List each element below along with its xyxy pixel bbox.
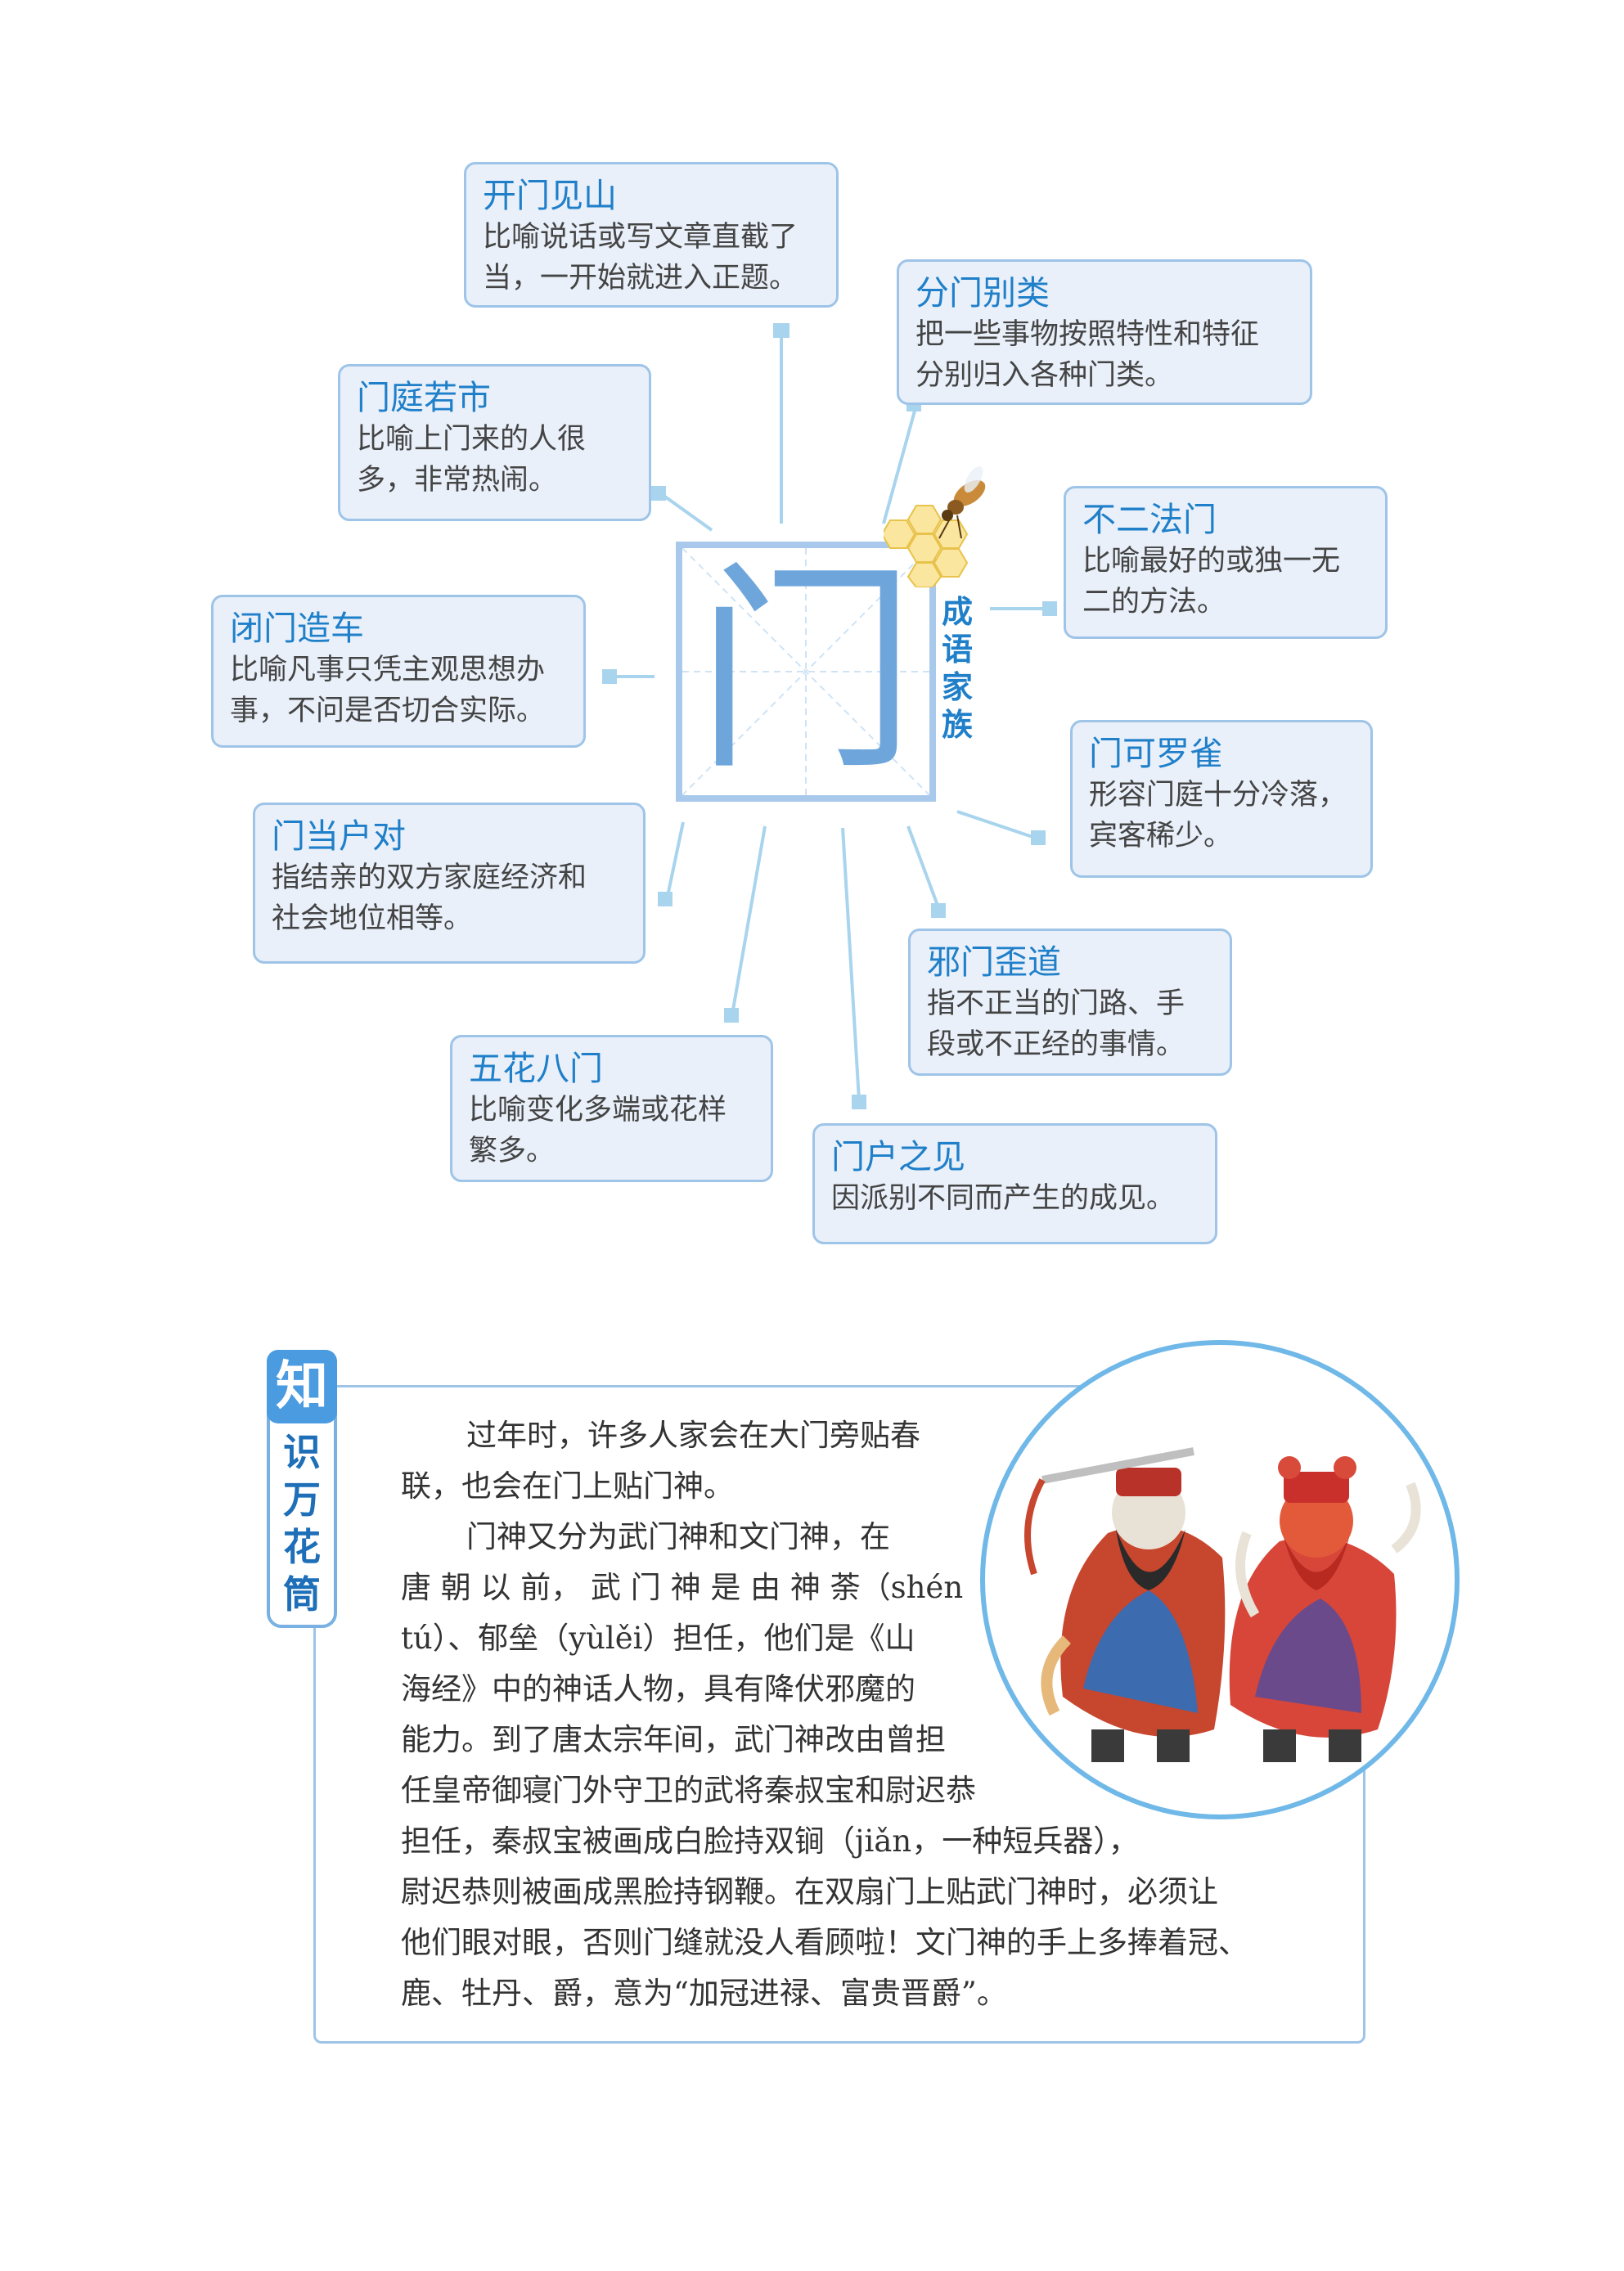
- idiom-desc-line: 比喻变化多端或花样: [469, 1094, 727, 1127]
- idiom-desc-line: 比喻最好的或独一无: [1082, 545, 1341, 578]
- knowledge-line: 鹿、牡丹、爵，意为“加冠进禄、富贵晋爵”。: [401, 1976, 1007, 2011]
- idiom-card-men-ting-ruo-shi: 门庭若市 比喻上门来的人很 多，非常热闹。: [338, 364, 651, 521]
- door-gods-illustration: [980, 1340, 1460, 1819]
- idiom-card-xie-men-wai-dao: 邪门歪道 指不正当的门路、手 段或不正经的事情。: [908, 929, 1232, 1076]
- idiom-desc-line: 比喻说话或写文章直截了: [483, 221, 799, 254]
- idiom-desc-line: 因派别不同而产生的成见。: [831, 1182, 1176, 1215]
- idiom-card-men-hu-zhi-jian: 门户之见 因派别不同而产生的成见。: [812, 1123, 1217, 1244]
- knowledge-line: 尉迟恭则被画成黑脸持钢鞭。在双扇门上贴武门神时，必须让: [401, 1874, 1218, 1909]
- knowledge-kaleidoscope-badge: 知 识 万 花 筒: [267, 1350, 337, 1628]
- badge-char: 万: [283, 1477, 321, 1522]
- knowledge-line: 过年时，许多人家会在大门旁贴春: [466, 1418, 920, 1453]
- badge-first-char: 知: [267, 1350, 337, 1423]
- idiom-card-kai-men-jian-shan: 开门见山 比喻说话或写文章直截了 当，一开始就进入正题。: [464, 162, 839, 308]
- idiom-card-bi-men-zao-che: 闭门造车 比喻凡事只凭主观思想办 事，不问是否切合实际。: [211, 595, 586, 748]
- idiom-title: 分门别类: [915, 273, 1050, 313]
- idiom-card-fen-men-bie-lei: 分门别类 把一些事物按照特性和特征 分别归入各种门类。: [897, 259, 1312, 405]
- bee-icon: [884, 465, 986, 587]
- idiom-title: 门可罗雀: [1089, 734, 1223, 773]
- knowledge-line: 能力。到了唐太宗年间，武门神改由曾担: [401, 1722, 946, 1757]
- idiom-desc-line: 形容门庭十分冷落，: [1089, 779, 1347, 812]
- knowledge-line: 他们眼对眼，否则门缝就没人看顾啦！文门神的手上多捧着冠、: [401, 1925, 1248, 1960]
- idiom-desc-line: 多，非常热闹。: [357, 464, 558, 497]
- idiom-card-wu-hua-ba-men: 五花八门 比喻变化多端或花样 繁多。: [450, 1035, 773, 1182]
- idiom-desc-line: 社会地位相等。: [272, 902, 473, 935]
- idiom-title: 门庭若市: [357, 378, 491, 417]
- family-label-text: 成语家族: [941, 594, 973, 743]
- knowledge-line: 担任，秦叔宝被画成白脸持双锏（jiǎn，一种短兵器），: [401, 1824, 1139, 1859]
- badge-char: 识: [283, 1430, 321, 1474]
- knowledge-line: tú）、郁垒（yùlěi）担任，他们是《山: [401, 1621, 915, 1656]
- center-character-box: 门: [676, 542, 936, 802]
- badge-char: 筒: [283, 1572, 321, 1617]
- idiom-card-men-dang-hu-dui: 门当户对 指结亲的双方家庭经济和 社会地位相等。: [253, 803, 646, 964]
- idiom-desc-line: 当，一开始就进入正题。: [483, 262, 799, 295]
- idiom-card-bu-er-fa-men: 不二法门 比喻最好的或独一无 二的方法。: [1064, 486, 1388, 639]
- idiom-desc-line: 比喻凡事只凭主观思想办: [230, 654, 546, 686]
- knowledge-line: 海经》中的神话人物，具有降伏邪魔的: [401, 1671, 915, 1707]
- idiom-title: 闭门造车: [230, 609, 364, 648]
- idiom-card-men-ke-luo-que: 门可罗雀 形容门庭十分冷落， 宾客稀少。: [1070, 720, 1373, 878]
- idiom-desc-line: 事，不问是否切合实际。: [230, 695, 546, 727]
- knowledge-line: 联，也会在门上贴门神。: [401, 1468, 734, 1504]
- idiom-title: 门当户对: [272, 816, 406, 856]
- knowledge-line: 唐 朝 以 前， 武 门 神 是 由 神 荼（shén: [401, 1570, 964, 1605]
- idiom-desc-line: 宾客稀少。: [1089, 820, 1233, 852]
- badge-char: 花: [283, 1525, 321, 1569]
- center-character: 门: [695, 542, 916, 800]
- idiom-desc-line: 比喻上门来的人很: [357, 423, 587, 456]
- knowledge-line: 门神又分为武门神和文门神，在: [466, 1519, 890, 1554]
- idiom-desc-line: 段或不正经的事情。: [927, 1028, 1185, 1061]
- idiom-desc-line: 繁多。: [469, 1135, 556, 1167]
- idiom-title: 门户之见: [831, 1137, 965, 1176]
- idiom-family-label: 成语家族: [935, 593, 979, 744]
- idiom-desc-line: 把一些事物按照特性和特征: [915, 318, 1260, 351]
- idiom-desc-line: 分别归入各种门类。: [915, 359, 1174, 392]
- tian-zi-grid: [682, 548, 929, 795]
- idiom-desc-line: 指不正当的门路、手: [927, 987, 1185, 1020]
- idiom-title: 五花八门: [469, 1049, 603, 1088]
- knowledge-line: 任皇帝御寝门外守卫的武将秦叔宝和尉迟恭: [401, 1773, 976, 1808]
- idiom-desc-line: 指结亲的双方家庭经济和: [272, 861, 587, 894]
- idiom-title: 开门见山: [483, 176, 617, 215]
- idiom-title: 不二法门: [1082, 500, 1217, 539]
- badge-rest-chars: 识 万 花 筒: [270, 1428, 334, 1618]
- idiom-title: 邪门歪道: [927, 942, 1061, 982]
- idiom-desc-line: 二的方法。: [1082, 586, 1226, 618]
